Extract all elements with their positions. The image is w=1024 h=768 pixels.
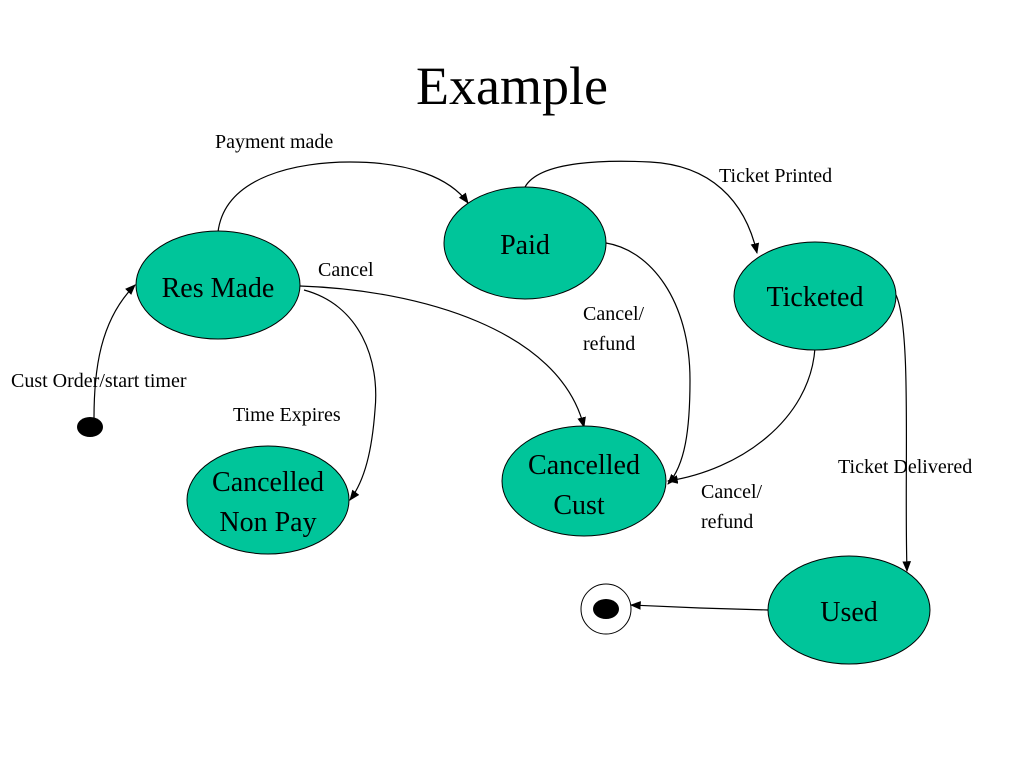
state-label-ticketed: Ticketed (767, 282, 864, 313)
label-paid-cancel-line1: Cancel/ (583, 303, 645, 325)
label-ticketed-cancel-line1: Cancel/ (701, 481, 763, 503)
initial-state-marker (77, 417, 103, 437)
state-cancelled-non-pay: Cancelled Non Pay (186, 445, 350, 555)
label-ticket-delivered: Ticket Delivered (838, 456, 972, 478)
state-label-cancelled-cust-line1: Cancelled (528, 450, 640, 481)
label-ticket-printed: Ticket Printed (719, 165, 832, 187)
edge-res-made-to-paid (217, 161, 469, 233)
state-label-paid: Paid (500, 230, 550, 261)
edge-res-made-to-cancelled-non-pay (303, 289, 377, 501)
state-label-used: Used (820, 597, 878, 628)
transitions (93, 160, 912, 611)
edge-initial-to-res-made (93, 284, 136, 419)
edge-used-to-final (629, 601, 769, 611)
state-paid: Paid (443, 186, 607, 300)
transition-labels: Cust Order/start timer Payment made Tick… (11, 131, 972, 533)
label-cancel: Cancel (318, 259, 374, 281)
diagram-title: Example (416, 56, 608, 116)
edge-paid-to-ticketed (524, 160, 760, 255)
label-paid-cancel-line2: refund (583, 333, 635, 355)
label-payment-made: Payment made (215, 131, 333, 153)
edge-ticketed-to-cancelled-cust (666, 347, 816, 484)
state-label-cancelled-non-pay-line1: Cancelled (212, 467, 324, 498)
label-cust-order: Cust Order/start timer (11, 370, 187, 392)
final-state-marker (580, 583, 632, 635)
edge-res-made-to-cancelled-cust (299, 285, 586, 429)
state-label-cancelled-cust-line2: Cust (553, 490, 605, 521)
state-res-made: Res Made (135, 230, 301, 340)
state-cancelled-cust: Cancelled Cust (501, 425, 667, 537)
edge-ticketed-to-used (895, 294, 912, 573)
state-used: Used (767, 555, 931, 665)
state-ticketed: Ticketed (733, 241, 897, 351)
label-time-expires: Time Expires (233, 404, 341, 426)
label-ticketed-cancel-line2: refund (701, 511, 753, 533)
state-label-cancelled-non-pay-line2: Non Pay (219, 507, 316, 538)
state-label-res-made: Res Made (162, 273, 275, 304)
edge-paid-to-cancelled-cust (605, 242, 691, 485)
